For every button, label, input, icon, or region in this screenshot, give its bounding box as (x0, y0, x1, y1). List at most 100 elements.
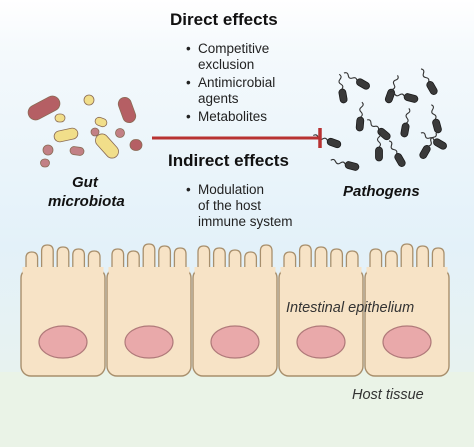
cell-nucleus (124, 325, 174, 359)
pathogen-icon (420, 132, 447, 150)
microvillus (56, 246, 70, 271)
pathogen-body (384, 88, 396, 104)
microvillus (158, 245, 172, 271)
host-tissue-label: Host tissue (352, 387, 424, 403)
commensal-bacterium-icon (129, 139, 143, 151)
pathogen-icon (330, 158, 360, 171)
pathogen-body (338, 88, 348, 104)
microvillus (345, 250, 359, 271)
intestinal-epithelium-label: Intestinal epithelium (286, 300, 415, 316)
microvillus (40, 244, 54, 271)
pathogen-icon (419, 132, 437, 159)
pathogen-body (433, 138, 447, 150)
bullet-icon: • (186, 182, 191, 197)
gut-microbiota-label-line2: microbiota (48, 193, 125, 210)
cell-apical-fill (194, 267, 276, 273)
pathogen-icon (338, 73, 348, 104)
commensal-bacterium-icon (95, 133, 119, 159)
pathogen-flagellum (330, 158, 346, 165)
epithelial-cell (192, 244, 278, 377)
direct-effect-item-line: agents (198, 91, 239, 106)
direct-effect-item-line: •Antimicrobial (186, 75, 276, 90)
commensal-bacterium-icon (115, 128, 125, 138)
pathogen-icon (384, 75, 399, 104)
pathogen-flagellum (428, 132, 437, 147)
cell-apical-fill (280, 267, 362, 273)
inhibition-arrow (152, 128, 322, 148)
pathogen-icon (375, 131, 383, 162)
direct-effect-item-line: •Metabolites (186, 109, 268, 124)
cell-body (192, 267, 278, 377)
epithelial-cell (106, 243, 192, 377)
cell-body (364, 267, 450, 377)
indirect-effects-title: Indirect effects (168, 151, 289, 170)
direct-effects-title: Direct effects (170, 10, 278, 29)
pathogen-body (375, 146, 383, 162)
pathogen-flagellum (338, 73, 344, 90)
bullet-icon: • (186, 109, 191, 124)
direct-effect-item-line: exclusion (198, 57, 255, 72)
cell-nucleus (210, 325, 260, 359)
pathogen-icon (355, 101, 365, 132)
pathogen-icon (389, 90, 419, 103)
pathogen-body (377, 127, 391, 141)
microvillus (173, 247, 187, 271)
microvillus (228, 249, 242, 271)
pathogen-icon (367, 119, 391, 141)
cell-nucleus (296, 325, 346, 359)
pathogen-flagellum (389, 90, 405, 97)
direct-effect-item-line: •Competitive (186, 41, 270, 56)
pathogen-body (356, 78, 370, 90)
microvillus (126, 250, 140, 271)
indirect-effect-item-line: immune system (198, 214, 293, 229)
pathogen-flagellum (388, 140, 398, 155)
pathogen-icon (388, 140, 406, 167)
pathogen-flagellum (392, 75, 399, 90)
pathogens-group (313, 68, 447, 171)
direct-effect-item: •Metabolites (186, 109, 275, 125)
pathogen-body (432, 118, 442, 134)
pathogen-icon (431, 104, 442, 134)
cell-body (20, 267, 106, 377)
pathogen-flagellum (359, 101, 364, 118)
microvillus (283, 251, 297, 271)
commensal-bacterium-icon (83, 94, 95, 106)
microvillus (330, 248, 344, 271)
host-tissue-region (0, 372, 474, 447)
bullet-icon: • (186, 75, 191, 90)
microvillus (384, 250, 398, 271)
epithelial-cell (364, 243, 450, 377)
pathogen-body (355, 116, 365, 132)
microvillus (197, 245, 211, 271)
pathogen-icon (420, 68, 438, 95)
gut-microbiota-label-line1: Gut (72, 174, 98, 191)
pathogen-body (326, 137, 342, 149)
commensal-bacterium-icon (53, 127, 79, 143)
pathogen-flagellum (431, 104, 437, 120)
commensal-bacterium-icon (42, 144, 54, 156)
indirect-effect-item-line: of the host (198, 198, 262, 213)
microvillus (431, 247, 445, 271)
cell-nucleus (382, 325, 432, 359)
commensal-bacterium-icon (94, 116, 108, 128)
gut-microbiota-group (27, 94, 143, 168)
cell-body (278, 267, 364, 377)
epithelial-cell (278, 244, 364, 377)
pathogen-icon (400, 107, 411, 138)
microvillus (298, 244, 312, 271)
pathogen-flagellum (420, 132, 435, 141)
pathogen-flagellum (420, 68, 430, 83)
commensal-bacterium-icon (40, 158, 50, 168)
microvillus (400, 243, 414, 271)
microvillus (416, 245, 430, 271)
commensal-bacterium-icon (27, 95, 61, 121)
commensal-bacterium-icon (117, 96, 137, 124)
pathogen-icon (343, 72, 370, 90)
microvillus (212, 247, 226, 271)
pathogen-flagellum (376, 131, 382, 148)
